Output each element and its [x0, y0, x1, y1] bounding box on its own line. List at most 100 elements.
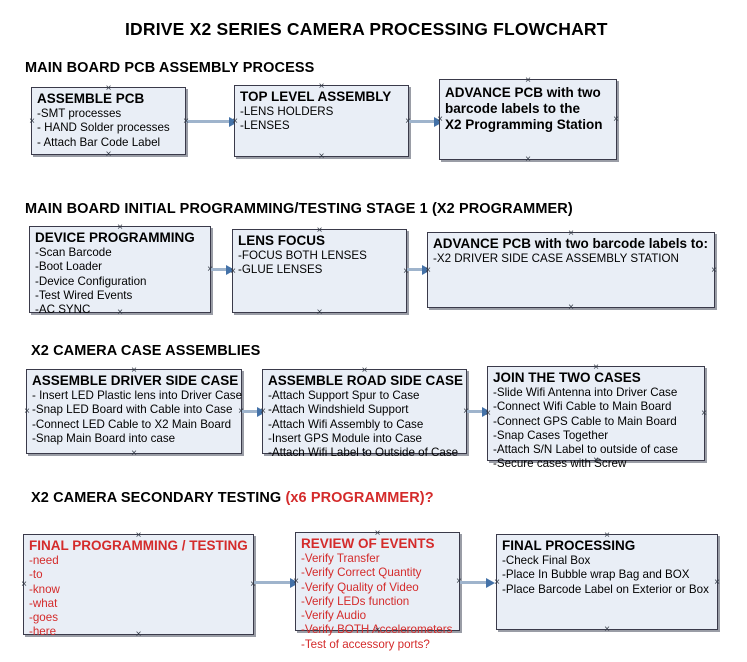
node-title: REVIEW OF EVENTS — [301, 536, 435, 551]
arrow-head-icon — [434, 116, 443, 127]
node-title: FINAL PROCESSING — [502, 538, 636, 553]
connector-review-to-final-processing[interactable] — [460, 577, 495, 588]
section-heading-red-suffix: (x6 PROGRAMMER)? — [285, 490, 434, 506]
arrow-head-icon — [290, 577, 299, 588]
node-line: -Snap Cases Together — [493, 428, 609, 442]
node-lens-focus[interactable]: LENS FOCUS -FOCUS BOTH LENSES -GLUE LENS… — [232, 229, 407, 313]
arrow-head-icon — [257, 406, 266, 417]
node-line: -Place In Bubble wrap Bag and BOX — [502, 568, 690, 582]
node-title: DEVICE PROGRAMMING — [35, 230, 195, 245]
node-line: -Verify Correct Quantity — [301, 566, 422, 580]
anchor-handle-bottom[interactable] — [567, 303, 576, 312]
node-title: ADVANCE PCB with two barcode labels to: — [433, 236, 709, 251]
page-title: IDRIVE X2 SERIES CAMERA PROCESSING FLOWC… — [125, 19, 608, 39]
section-heading-text: MAIN BOARD INITIAL PROGRAMMING/TESTING S… — [25, 201, 573, 217]
node-line: -Verify Transfer — [301, 551, 380, 565]
node-title: FINAL PROGRAMMING / TESTING — [29, 538, 248, 553]
node-line: -Verify BOTH Accelerometers — [301, 623, 453, 637]
anchor-handle-bottom[interactable] — [603, 625, 612, 634]
connector-driver-case-to-road-case[interactable] — [242, 406, 266, 417]
anchor-handle-left[interactable] — [28, 117, 37, 126]
node-title: ADVANCE PCB with two barcode labels to t… — [445, 85, 603, 132]
node-join-the-two-cases[interactable]: JOIN THE TWO CASES -Slide Wifi Antenna i… — [487, 366, 705, 470]
node-line: -Secure cases with Screw — [493, 457, 627, 471]
node-line: - HAND Solder processes — [37, 121, 170, 135]
node-title: TOP LEVEL ASSEMBLY — [240, 89, 392, 104]
node-line: -Verify LEDs function — [301, 594, 410, 608]
node-title: JOIN THE TWO CASES — [493, 370, 641, 385]
node-line: -LENS HOLDERS — [240, 104, 334, 118]
node-line: -Connect LED Cable to X2 Main Board — [32, 417, 232, 431]
node-line: -Verify Audio — [301, 609, 367, 623]
node-line: -to — [29, 568, 43, 582]
section-heading-text: X2 CAMERA SECONDARY TESTING — [31, 490, 286, 506]
node-line: -GLUE LENSES — [238, 263, 323, 277]
node-line: -need — [29, 553, 59, 567]
section-heading-x2-camera-secondary-testing: X2 CAMERA SECONDARY TESTING (x6 PROGRAMM… — [31, 490, 434, 506]
section-heading-main-board-initial-programming: MAIN BOARD INITIAL PROGRAMMING/TESTING S… — [25, 201, 573, 217]
node-line: -Attach Wifi Label to Outside of Case — [268, 446, 459, 460]
node-line: -Place Barcode Label on Exterior or Box — [502, 582, 709, 596]
connector-device-programming-to-lens-focus[interactable] — [211, 264, 235, 275]
node-line: -Insert GPS Module into Case — [268, 431, 423, 445]
node-line: -Scan Barcode — [35, 245, 112, 259]
node-final-processing[interactable]: FINAL PROCESSING -Check Final Box -Place… — [496, 534, 718, 630]
anchor-handle-bottom[interactable] — [130, 449, 139, 458]
node-line: -Device Configuration — [35, 274, 147, 288]
anchor-handle-top[interactable] — [524, 76, 533, 85]
node-line: -AC SYNC — [35, 303, 91, 317]
node-line: -Snap LED Board with Cable into Case — [32, 403, 233, 417]
node-line: -Attach Support Spur to Case — [268, 388, 420, 402]
node-line: -goes — [29, 611, 59, 625]
node-review-of-events[interactable]: REVIEW OF EVENTS -Verify Transfer -Verif… — [295, 532, 460, 651]
node-title: LENS FOCUS — [238, 233, 326, 248]
anchor-handle-left[interactable] — [23, 407, 32, 416]
node-line: -here — [29, 625, 57, 639]
connector-assemble-pcb-to-top-level[interactable] — [186, 116, 238, 127]
section-heading-text: X2 CAMERA CASE ASSEMBLIES — [31, 343, 261, 359]
node-line-overflow: -Test of accessory ports? — [301, 637, 430, 651]
anchor-handle-bottom[interactable] — [315, 308, 324, 317]
anchor-handle-bottom[interactable] — [104, 150, 113, 159]
arrow-head-icon — [229, 116, 238, 127]
node-line: -X2 DRIVER SIDE CASE ASSEMBLY STATION — [433, 251, 679, 265]
node-line: -Verify Quality of Video — [301, 580, 419, 594]
node-title: ASSEMBLE DRIVER SIDE CASE — [32, 373, 239, 388]
node-line: - Insert LED Plastic lens into Driver Ca… — [32, 388, 243, 402]
node-line: -FOCUS BOTH LENSES — [238, 248, 367, 262]
node-line: -know — [29, 582, 60, 596]
node-device-programming[interactable]: DEVICE PROGRAMMING -Scan Barcode -Boot L… — [29, 226, 211, 316]
arrow-head-icon — [422, 264, 431, 275]
node-line: -what — [29, 596, 58, 610]
node-assemble-road-side-case[interactable]: ASSEMBLE ROAD SIDE CASE -Attach Support … — [262, 369, 467, 459]
node-assemble-pcb[interactable]: ASSEMBLE PCB -SMT processes - HAND Solde… — [31, 87, 186, 155]
node-line: -Snap Main Board into case — [32, 431, 176, 445]
node-line: -Connect Wifi Cable to Main Board — [493, 400, 672, 414]
anchor-handle-bottom[interactable] — [524, 155, 533, 164]
node-advance-pcb-driver-side-case[interactable]: ADVANCE PCB with two barcode labels to: … — [427, 232, 715, 308]
arrow-head-icon — [482, 406, 491, 417]
arrow-head-icon — [486, 577, 495, 588]
node-final-programming-testing[interactable]: FINAL PROGRAMMING / TESTING -need -to -k… — [20, 534, 254, 638]
connector-road-case-to-join-cases[interactable] — [467, 406, 491, 417]
section-heading-text: MAIN BOARD PCB ASSEMBLY PROCESS — [25, 60, 315, 76]
node-line: -Attach Wifi Assembly to Case — [268, 417, 424, 431]
node-line: -Attach Windshield Support — [268, 403, 409, 417]
node-top-level-assembly[interactable]: TOP LEVEL ASSEMBLY -LENS HOLDERS -LENSES — [234, 85, 409, 157]
section-heading-main-board-pcb-assembly: MAIN BOARD PCB ASSEMBLY PROCESS — [25, 60, 314, 76]
node-line: -Attach S/N Label to outside of case — [493, 443, 678, 457]
anchor-handle-bottom[interactable] — [317, 152, 326, 161]
connector-final-programming-to-review[interactable] — [254, 577, 299, 588]
arrow-head-icon — [226, 264, 235, 275]
node-advance-pcb-programming-station[interactable]: ADVANCE PCB with two barcode labels to t… — [439, 79, 617, 160]
node-title: ASSEMBLE PCB — [37, 91, 145, 106]
node-line: -LENSES — [240, 119, 290, 133]
node-title: ASSEMBLE ROAD SIDE CASE — [268, 373, 464, 388]
node-assemble-driver-side-case[interactable]: ASSEMBLE DRIVER SIDE CASE - Insert LED P… — [26, 369, 242, 454]
connector-top-level-to-advance-pcb[interactable] — [409, 116, 443, 127]
anchor-handle-right[interactable] — [710, 266, 719, 275]
anchor-handle-left[interactable] — [20, 580, 29, 589]
node-line: - Attach Bar Code Label — [37, 135, 161, 149]
connector-lens-focus-to-advance-pcb-driver[interactable] — [407, 264, 431, 275]
